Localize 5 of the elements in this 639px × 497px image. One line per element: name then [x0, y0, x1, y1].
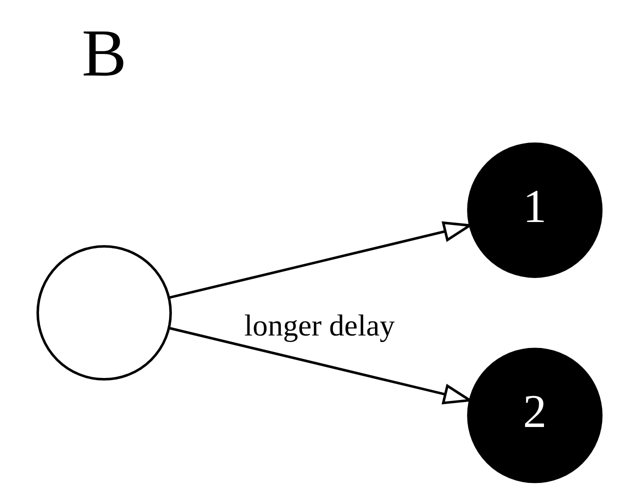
- node-circle: 2: [467, 348, 603, 484]
- node-circle: 1: [467, 142, 603, 278]
- label: B: [82, 16, 127, 91]
- edge-label: longer delay: [244, 308, 395, 342]
- node-circle: [36, 245, 172, 381]
